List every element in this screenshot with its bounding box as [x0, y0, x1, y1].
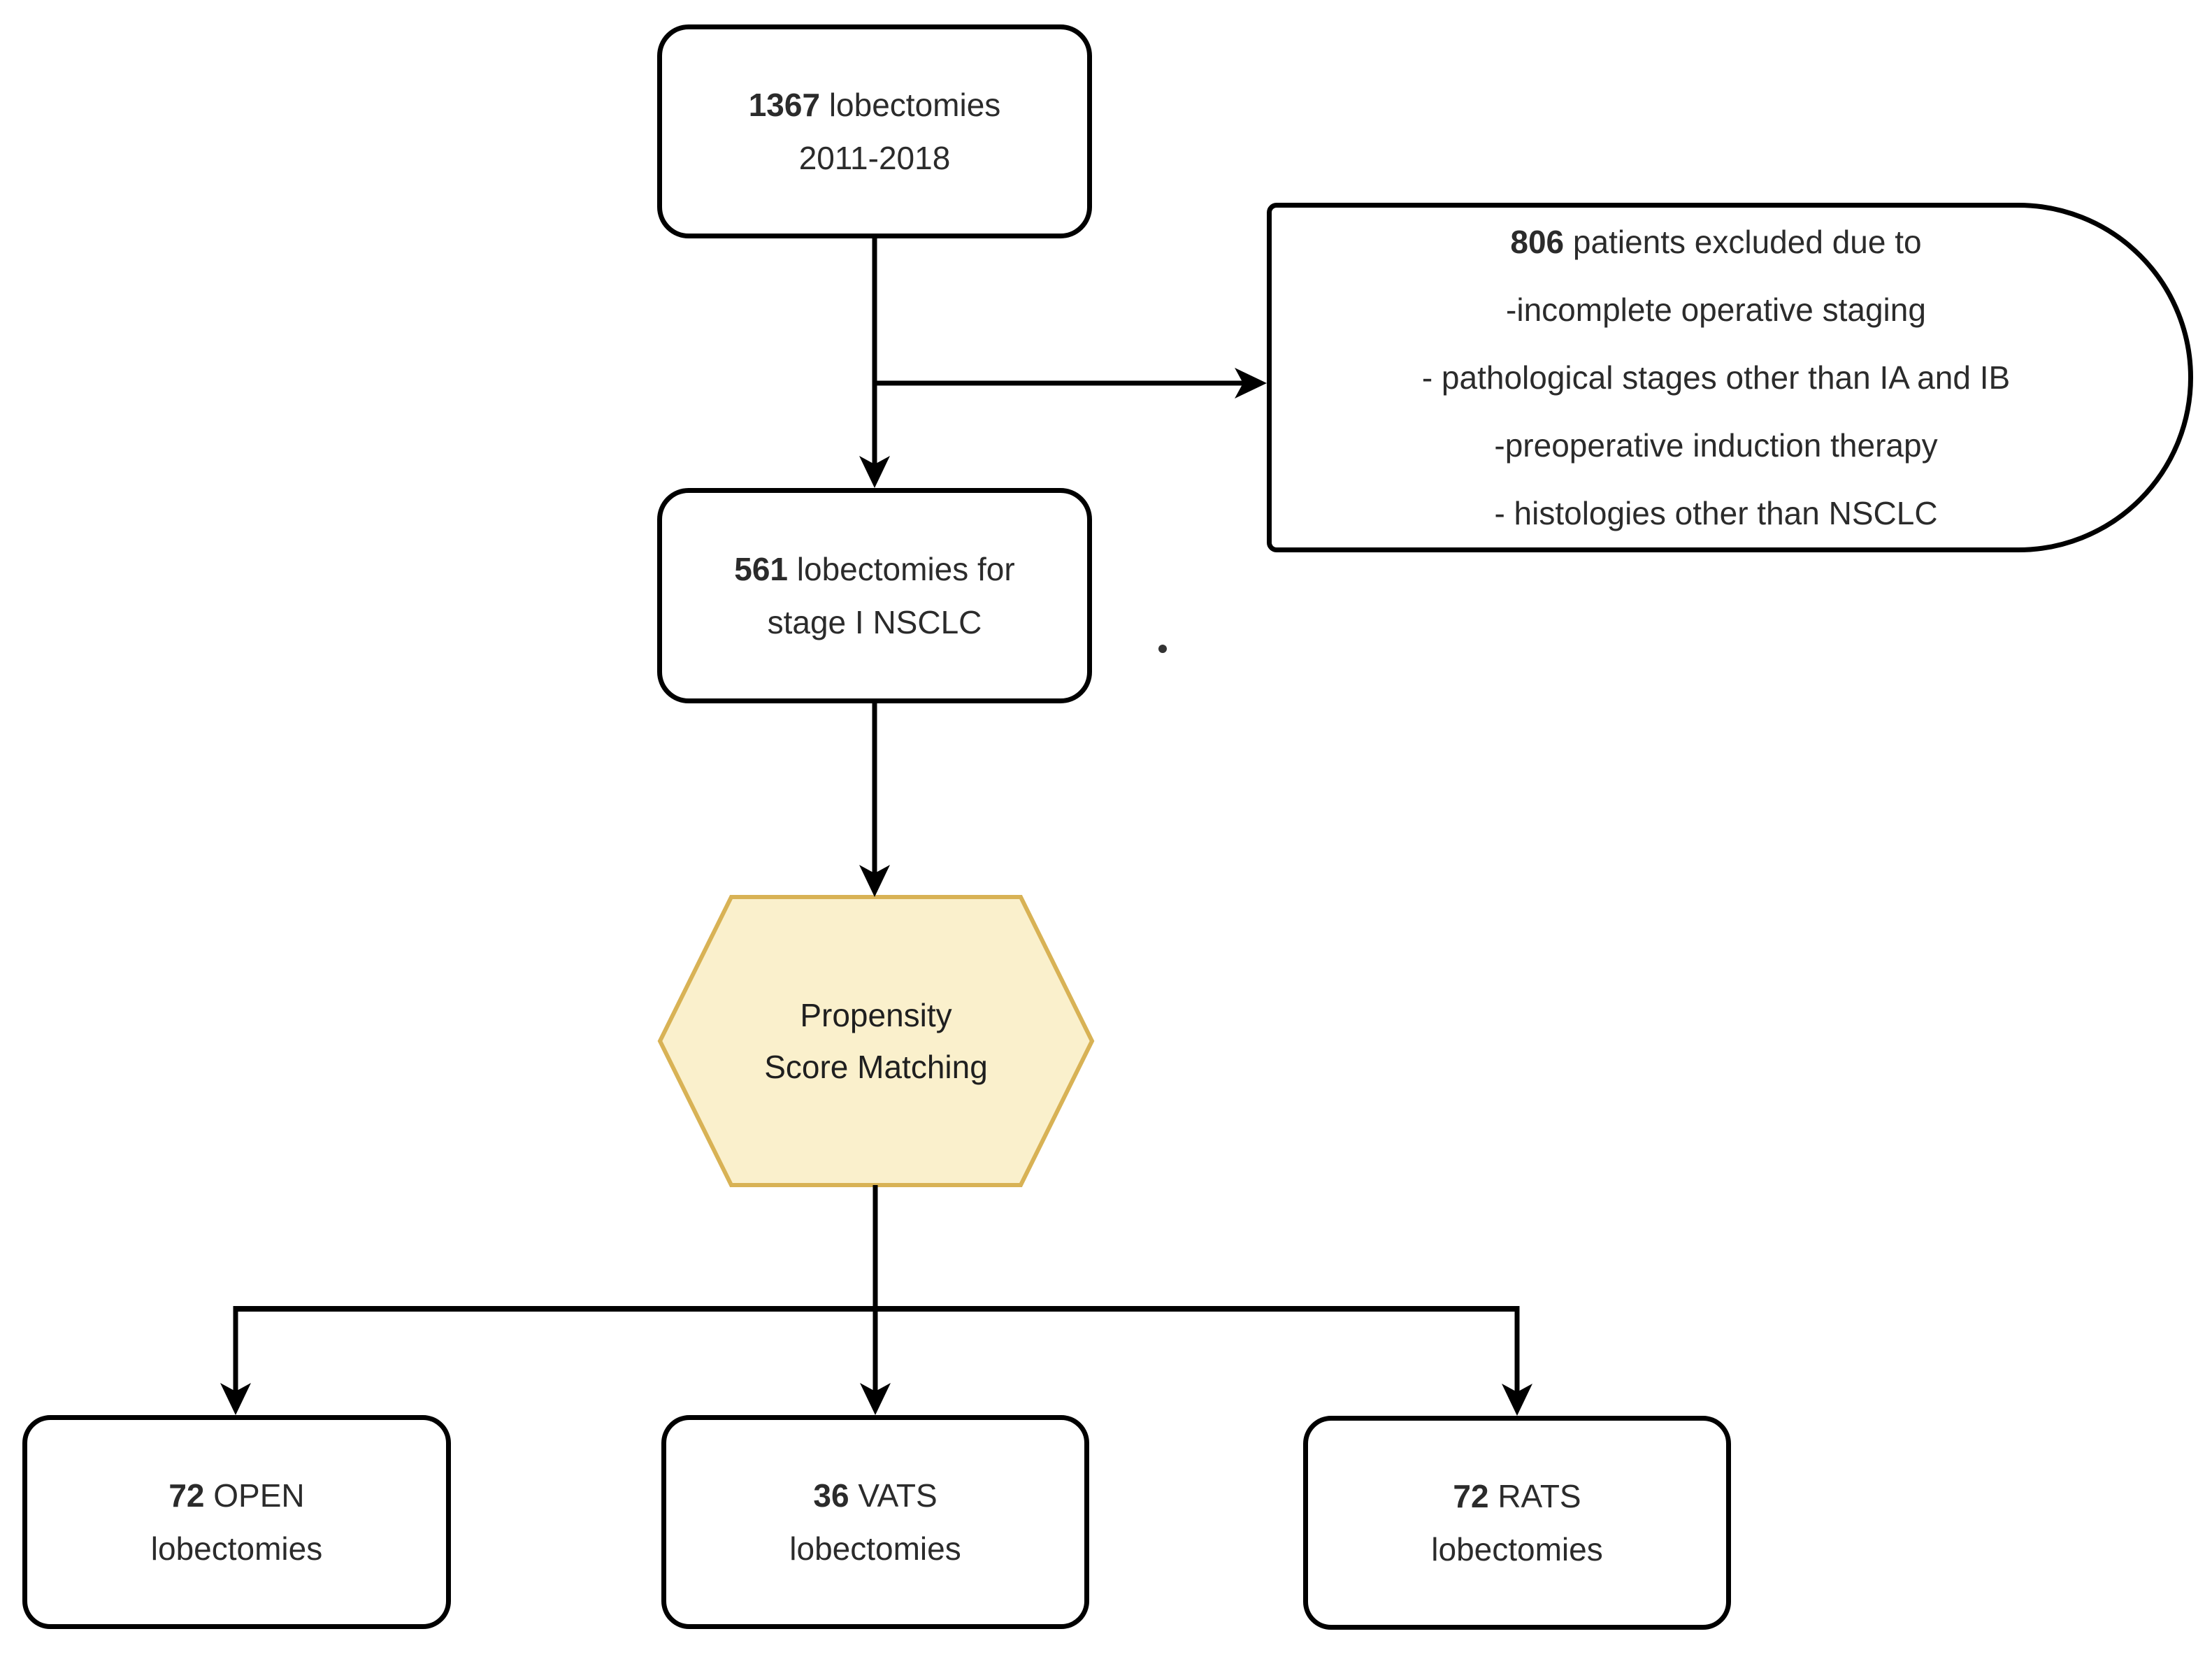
- exclusion-line1: 806 patients excluded due to: [1510, 208, 1921, 276]
- rats-box: 72 RATS lobectomies: [1303, 1416, 1731, 1630]
- rats-line2: lobectomies: [1431, 1531, 1603, 1568]
- open-line1: 72 OPEN: [168, 1469, 304, 1522]
- vats-label: VATS: [858, 1477, 938, 1514]
- total-line1: 1367 lobectomies: [749, 78, 1001, 131]
- open-count: 72: [168, 1477, 205, 1514]
- psm-hexagon: [657, 895, 1095, 1187]
- exclusion-reason: - pathological stages other than IA and …: [1421, 359, 2011, 396]
- rats-label: RATS: [1498, 1478, 1581, 1514]
- arrowhead-stage1: [859, 456, 890, 488]
- exclusion-count: 806: [1510, 223, 1565, 260]
- open-label: OPEN: [213, 1477, 305, 1514]
- exclusion-reason: -incomplete operative staging: [1506, 291, 1926, 328]
- psm-line1: Propensity: [800, 997, 952, 1033]
- arrowhead-rats: [1502, 1384, 1532, 1416]
- stage1-box: 561 lobectomies for stage I NSCLC: [657, 488, 1092, 703]
- open-line2: lobectomies: [150, 1530, 323, 1567]
- vats-count: 36: [813, 1477, 849, 1514]
- stage1-line1: 561 lobectomies for: [734, 543, 1014, 596]
- rats-count: 72: [1453, 1478, 1489, 1514]
- psm-line2: Score Matching: [764, 1049, 988, 1085]
- vats-line2: lobectomies: [789, 1530, 961, 1567]
- arrowhead-vats: [860, 1383, 891, 1415]
- arrowhead-psm: [859, 865, 890, 897]
- exclusion-reason: -preoperative induction therapy: [1494, 426, 1938, 464]
- vats-box: 36 VATS lobectomies: [661, 1415, 1089, 1629]
- exclusion-reason: - histologies other than NSCLC: [1494, 494, 1938, 531]
- psm-label: Propensity Score Matching: [660, 897, 1092, 1185]
- arrowhead-exclusion: [1235, 368, 1267, 399]
- stage1-label: lobectomies for: [796, 551, 1015, 587]
- total-count: 1367: [748, 87, 821, 123]
- total-years: 2011-2018: [798, 140, 951, 176]
- stage1-line2: stage I NSCLC: [767, 604, 982, 640]
- vats-line1: 36 VATS: [813, 1469, 937, 1522]
- arrowhead-open: [220, 1383, 251, 1415]
- exclusion-box: 806 patients excluded due to -incomplete…: [1267, 203, 2193, 552]
- total-label: lobectomies: [828, 87, 1001, 123]
- stray-dot: [1158, 645, 1167, 653]
- stage1-count: 561: [734, 551, 789, 587]
- total-box: 1367 lobectomies 2011-2018: [657, 24, 1092, 238]
- exclusion-label: patients excluded due to: [1572, 223, 1922, 260]
- rats-line1: 72 RATS: [1453, 1470, 1581, 1523]
- open-box: 72 OPEN lobectomies: [22, 1415, 451, 1629]
